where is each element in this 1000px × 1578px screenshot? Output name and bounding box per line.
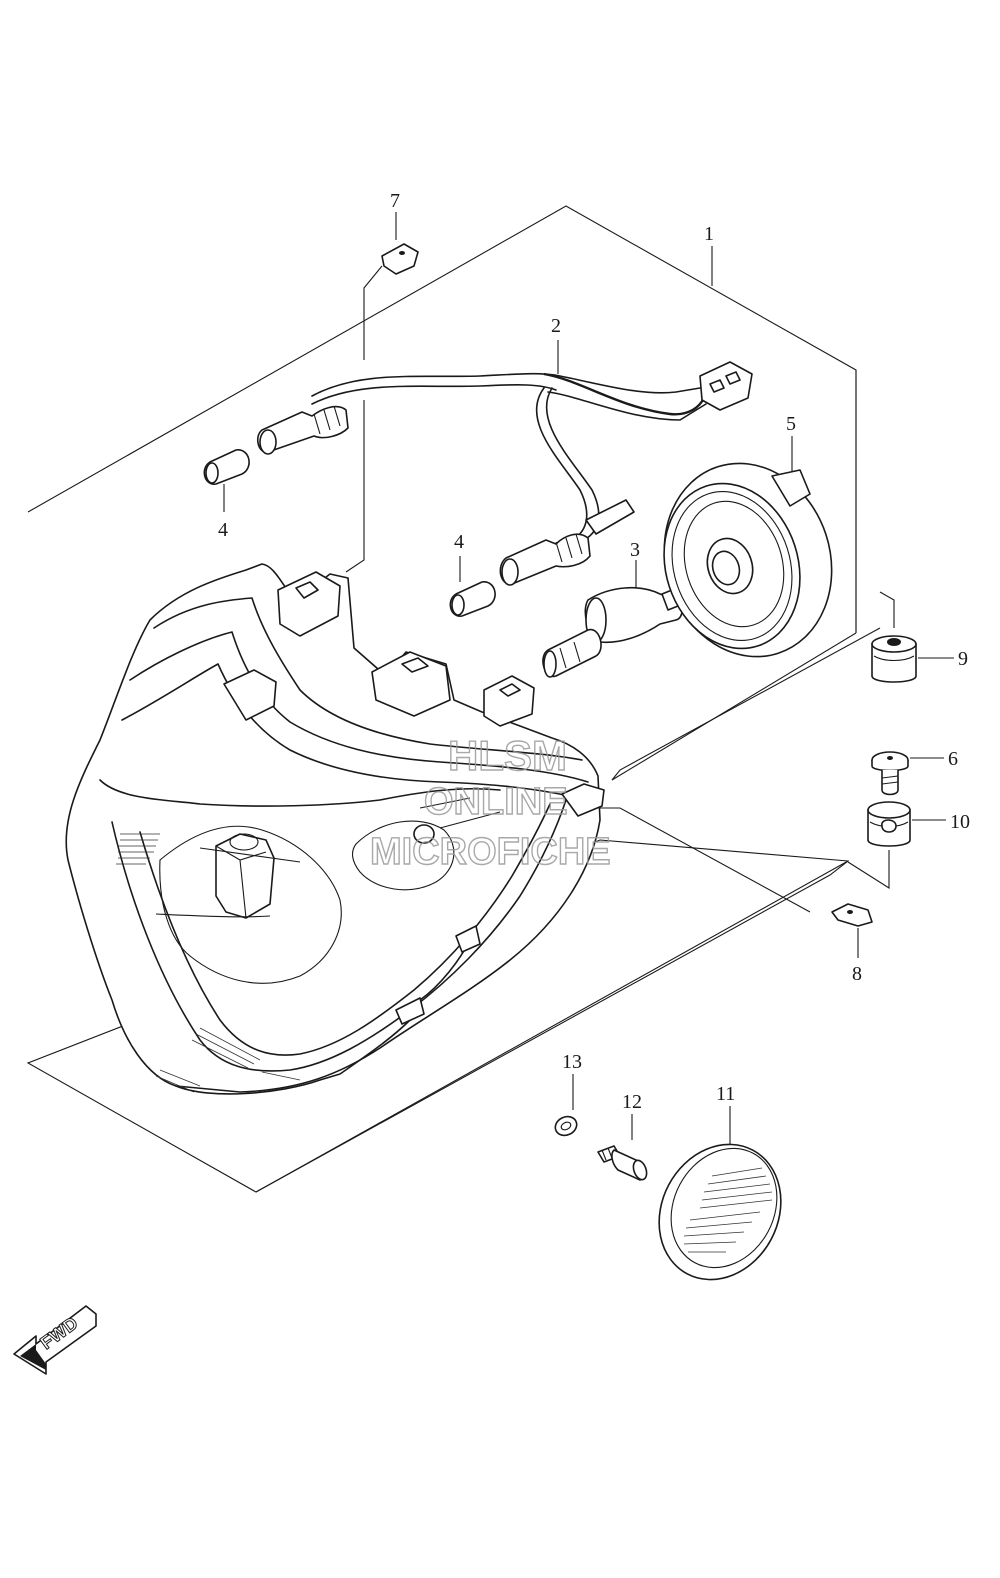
callout-11: 11 (716, 1083, 735, 1105)
callout-13: 13 (562, 1051, 582, 1073)
part-4-position-bulb-center (449, 533, 591, 617)
callout-4-left: 4 (218, 519, 228, 541)
housing-mount-tabs (223, 571, 605, 817)
part-10-grommet (847, 801, 946, 890)
watermark-line2: ONLINE (424, 781, 568, 823)
callout-3: 3 (630, 539, 640, 561)
part-2-wiring-harness (311, 340, 753, 541)
fwd-direction-badge: FWD (13, 1305, 97, 1375)
reflector-pattern (683, 1167, 773, 1253)
watermark: HLSM ONLINE MICROFICHE (369, 731, 611, 873)
watermark-line1: HLSM (448, 732, 567, 779)
callout-2: 2 (551, 315, 561, 337)
watermark-line3: MICROFICHE (370, 831, 611, 873)
callout-12: 12 (622, 1091, 642, 1113)
part-7-clip-nut (345, 212, 419, 573)
part-13-washer (554, 1074, 578, 1137)
part-5-rubber-cover (663, 436, 833, 658)
callout-numbers: 1 2 3 4 4 5 6 7 8 9 10 11 12 13 (218, 190, 970, 1113)
callout-9: 9 (958, 648, 968, 670)
callout-5: 5 (786, 413, 796, 435)
housing-hatching (116, 833, 301, 1093)
callout-10: 10 (950, 811, 970, 833)
part-3-headlight-bulb (542, 560, 683, 678)
callout-8: 8 (852, 963, 862, 985)
callout-4-center: 4 (454, 531, 464, 553)
part-12-pin (597, 1114, 648, 1181)
callout-7: 7 (390, 190, 400, 212)
headlamp-housing (65, 563, 605, 1095)
part-9-grommet (611, 591, 954, 781)
part-4-position-bulb-left (203, 405, 349, 512)
part-8-clip (600, 807, 873, 958)
part-11-reflector (658, 1106, 782, 1281)
callout-6: 6 (948, 748, 958, 770)
callout-1: 1 (704, 223, 714, 245)
part-6-bolt (871, 751, 944, 796)
